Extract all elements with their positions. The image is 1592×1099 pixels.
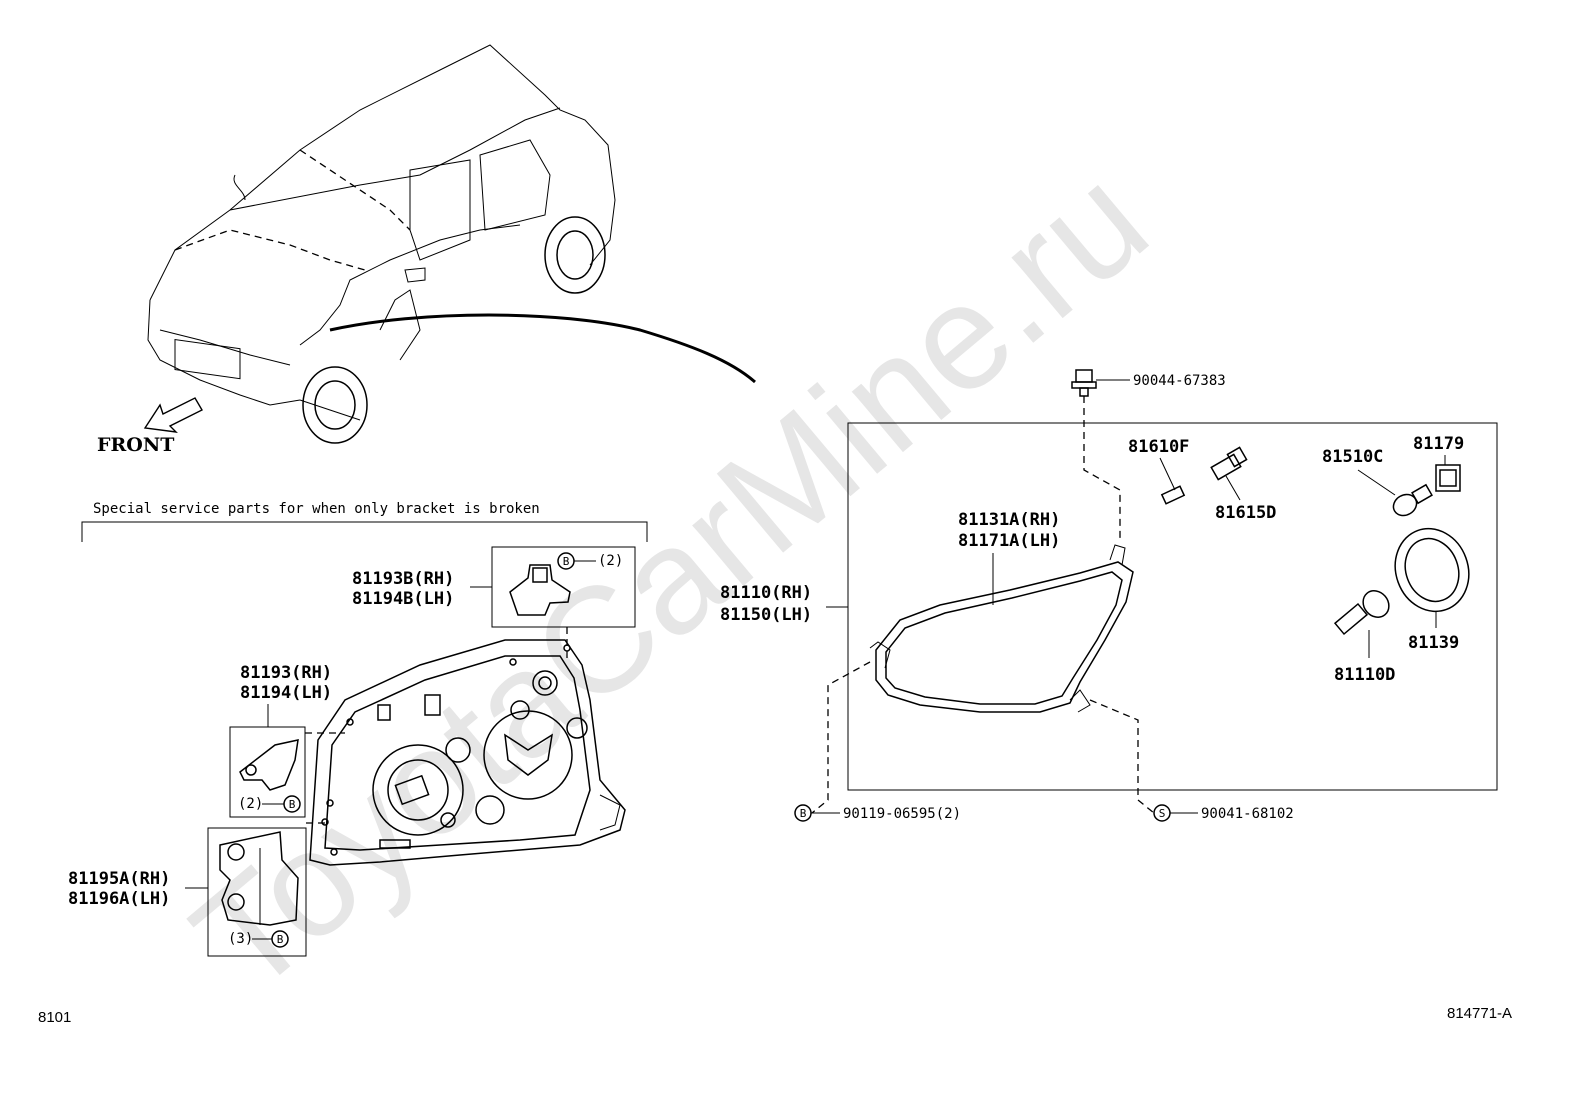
watermark: ToyotaCarMine.ru: [163, 135, 1178, 1025]
bracket-81193-icon: [239, 739, 299, 791]
note-bracket-line: [81, 521, 648, 542]
bulb-81110d-icon: [1333, 590, 1390, 636]
svg-text:B: B: [800, 807, 807, 820]
svg-text:S: S: [1159, 807, 1166, 820]
label-81193: 81193(RH): [240, 663, 332, 683]
marker-b-icon: B: [271, 930, 289, 948]
vehicle-illustration: [143, 44, 756, 444]
bulb-81510c-icon: [1392, 483, 1433, 517]
label-81193-qty: (2): [238, 796, 263, 812]
cap-81139-icon: [1394, 527, 1470, 613]
label-81195a-qty: (3): [228, 931, 253, 947]
label-81193b: 81193B(RH): [352, 569, 454, 589]
footer-right-code: 814771-A: [1447, 1005, 1512, 1022]
label-81139: 81139: [1408, 633, 1459, 653]
bulb-81610f-icon: [1160, 485, 1186, 505]
label-81194b: 81194B(LH): [352, 589, 454, 609]
headlamp-rear-view: [309, 639, 626, 866]
marker-b-icon: B: [283, 795, 301, 813]
svg-text:B: B: [563, 555, 570, 568]
label-81193b-qty: (2): [598, 553, 623, 569]
footer-left-code: 8101: [38, 1009, 71, 1026]
label-81194: 81194(LH): [240, 683, 332, 703]
svg-text:B: B: [289, 798, 296, 811]
label-81179: 81179: [1413, 434, 1464, 454]
special-service-note: Special service parts for when only brac…: [93, 501, 540, 517]
marker-s-icon: S: [1153, 804, 1171, 822]
label-90041: 90041-68102: [1201, 806, 1294, 822]
label-81110: 81110(RH): [720, 583, 812, 603]
label-81195a: 81195A(RH): [68, 869, 170, 889]
marker-b-icon: B: [794, 804, 812, 822]
label-81110d: 81110D: [1334, 665, 1395, 685]
bracket-81193b-icon: [509, 564, 571, 616]
headlamp-assembly-box: [847, 422, 1498, 791]
label-81131a: 81131A(RH): [958, 510, 1060, 530]
label-90044: 90044-67383: [1133, 373, 1226, 389]
bracket-81193-box: [229, 726, 306, 818]
label-81150: 81150(LH): [720, 605, 812, 625]
label-81171a: 81171A(LH): [958, 531, 1060, 551]
bracket-81195a-icon: [219, 831, 299, 926]
label-81510c: 81510C: [1322, 447, 1383, 467]
socket-81615d-icon: [1210, 446, 1248, 481]
front-label: FRONT: [97, 434, 174, 456]
socket-81179-icon: [1435, 464, 1461, 492]
headlamp-lens-icon: [869, 544, 1134, 713]
label-81615d: 81615D: [1215, 503, 1276, 523]
label-81610f: 81610F: [1128, 437, 1189, 457]
bracket-81195a-box: [207, 827, 307, 957]
label-90119: 90119-06595(2): [843, 806, 961, 822]
clip-90044-icon: [1071, 369, 1097, 397]
label-81196a: 81196A(LH): [68, 889, 170, 909]
svg-text:B: B: [277, 933, 284, 946]
